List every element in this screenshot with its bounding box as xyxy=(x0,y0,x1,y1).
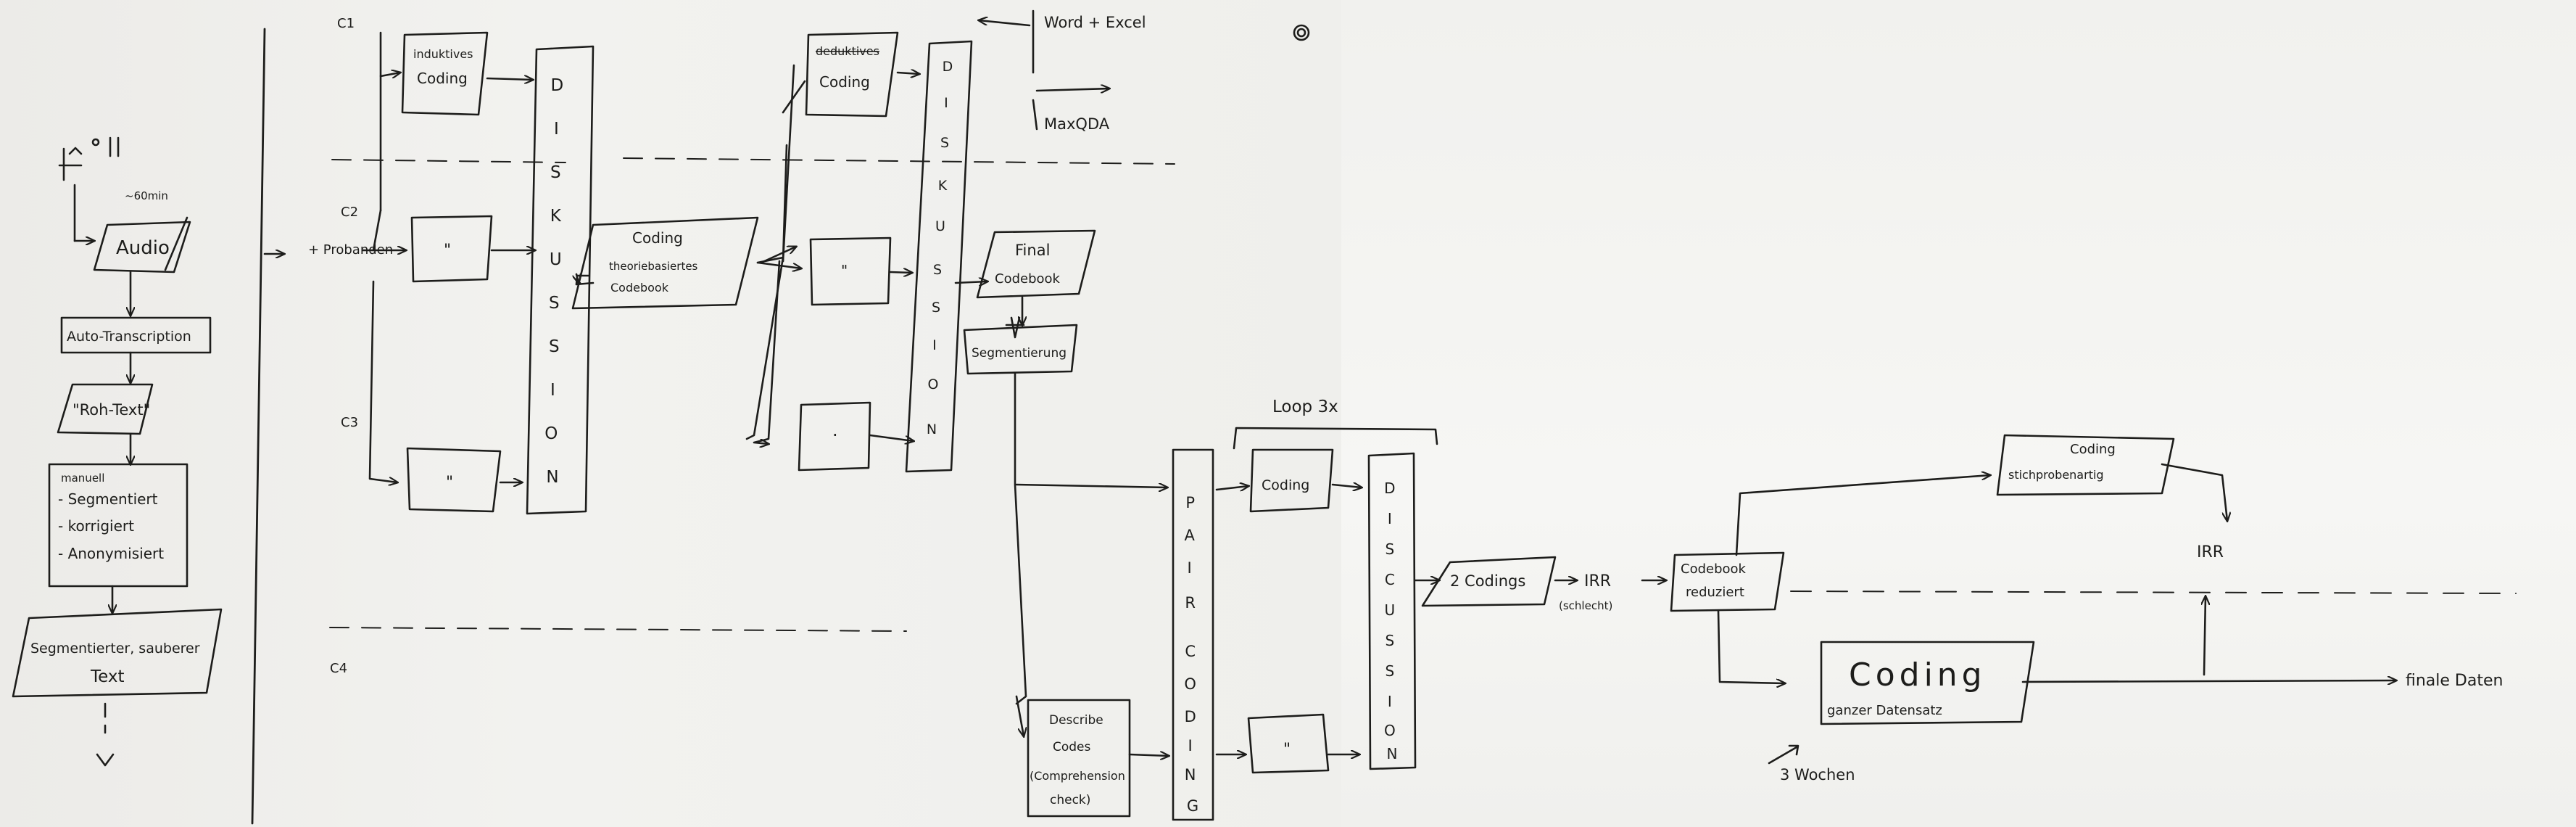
manual-steps-box xyxy=(48,463,189,588)
c1-label: C1 xyxy=(337,16,355,31)
tools-maxqda: MaxQDA xyxy=(1044,115,1110,133)
person-microphone-icon xyxy=(58,136,120,241)
group-separators-right xyxy=(1790,591,2517,594)
flow-line-seg xyxy=(1014,372,1027,705)
discussion-3-letters: D I S C U S S I O N xyxy=(1384,480,1400,762)
coding-loop-label: Coding xyxy=(1262,477,1309,493)
segmentation-box xyxy=(963,324,1078,375)
paper-sheet-left xyxy=(0,0,1341,827)
final-codebook-box xyxy=(976,229,1096,299)
sample-coding-label-2: stichprobenartig xyxy=(2008,468,2104,482)
dot-label: · xyxy=(832,425,838,445)
describe-line-3: (Comprehension xyxy=(1030,769,1125,783)
inductive-coding-box xyxy=(401,31,489,116)
discussion-1-letters: D I S K U S S I O N xyxy=(544,76,568,487)
deductive-label-1: deduktives xyxy=(816,44,879,58)
audio-strike-icon xyxy=(164,216,189,271)
dot-box xyxy=(798,401,871,472)
coding-theory-label-2: theoriebasiertes xyxy=(609,260,698,273)
group-separators xyxy=(329,157,1175,632)
duration-label: ~60min xyxy=(125,189,168,202)
deductive-coding-box xyxy=(805,31,899,118)
main-coding-sub-label: ganzer Datensatz xyxy=(1827,703,1942,718)
codebook-reduced-label-2: reduziert xyxy=(1686,585,1744,600)
sample-coding-box xyxy=(1996,434,2175,496)
audio-label: Audio xyxy=(116,237,170,259)
irr-label: IRR xyxy=(1584,572,1611,591)
manual-step-2: - korrigiert xyxy=(58,517,134,535)
ditto-small: " xyxy=(841,262,848,279)
auto-transcription-label: Auto-Transcription xyxy=(67,329,191,345)
coding-loop-box xyxy=(1249,448,1334,513)
ditto-loop: " xyxy=(1283,741,1291,759)
manual-step-3: - Anonymisiert xyxy=(58,545,164,562)
probands-label: + Probanden xyxy=(308,242,393,258)
ditto-box-c3 xyxy=(406,447,502,513)
ditto-box-small xyxy=(809,236,892,306)
ditto-box-loop xyxy=(1247,713,1330,774)
ditto-box-c2 xyxy=(410,215,493,283)
audio-box xyxy=(93,221,191,273)
segmented-text-box xyxy=(12,608,223,698)
c2-label: C2 xyxy=(341,205,358,220)
raw-text-box xyxy=(57,383,154,435)
c4-label: C4 xyxy=(330,661,347,676)
two-codings-label: 2 Codings xyxy=(1450,572,1525,590)
raw-text-label: "Roh-Text" xyxy=(73,401,150,419)
paper-sheet-right xyxy=(1341,0,2576,827)
main-coding-box xyxy=(1820,641,2035,725)
main-coding-label: Coding xyxy=(1849,657,1987,694)
sample-coding-label-1: Coding xyxy=(2070,442,2116,457)
discussion-2-letters: D I S K U S S I O N xyxy=(927,59,957,437)
describe-line-1: Describe xyxy=(1049,713,1103,728)
segmented-text-label-1: Segmentierter, sauberer xyxy=(30,641,200,657)
loop-label: Loop 3x xyxy=(1272,398,1338,416)
two-codings-box xyxy=(1421,556,1557,607)
final-codebook-label-2: Codebook xyxy=(995,271,1061,287)
discussion-column-2 xyxy=(905,40,973,473)
coding-theory-label-3: Codebook xyxy=(610,281,669,295)
deductive-label-2: Coding xyxy=(819,73,870,91)
ditto-c2: " xyxy=(444,242,451,260)
theory-codebook-box xyxy=(571,216,759,310)
manual-label: manuell xyxy=(61,472,104,485)
inductive-label-1: induktives xyxy=(413,47,473,61)
column-divider xyxy=(251,28,266,825)
describe-line-2: Codes xyxy=(1053,740,1091,754)
loop-bracket xyxy=(1233,427,1438,450)
describe-line-4: check) xyxy=(1050,793,1090,807)
final-data-label: finale Daten xyxy=(2406,672,2503,690)
discussion-column-1 xyxy=(526,45,595,515)
discussion-column-3 xyxy=(1367,452,1417,770)
c3-label: C3 xyxy=(341,415,358,430)
pair-coding-letters: P A I R C O D I N G xyxy=(1184,494,1201,815)
irr-note-label: (schlecht) xyxy=(1559,599,1612,612)
ditto-c3: " xyxy=(446,474,453,492)
segmented-text-label-2: Text xyxy=(90,667,125,686)
segmentation-label: Segmentierung xyxy=(972,346,1067,361)
tools-word-excel: Word + Excel xyxy=(1044,14,1146,31)
describe-codes-box xyxy=(1027,699,1131,818)
coding-theory-label-1: Coding xyxy=(632,229,683,247)
continuation-dots xyxy=(96,702,115,767)
manual-step-1: - Segmentiert xyxy=(58,490,158,508)
inductive-label-2: Coding xyxy=(417,70,468,87)
pair-coding-column xyxy=(1172,448,1214,821)
page-mark-icon xyxy=(1293,24,1310,41)
tools-note xyxy=(979,9,1109,131)
codebook-reduced-box xyxy=(1670,551,1785,612)
auto-transcription-box xyxy=(60,316,212,354)
codebook-reduced-label-1: Codebook xyxy=(1681,561,1747,577)
duration-3-weeks: 3 Wochen xyxy=(1780,766,1855,783)
irr2-label: IRR xyxy=(2197,543,2224,561)
final-codebook-label-1: Final xyxy=(1015,242,1050,259)
